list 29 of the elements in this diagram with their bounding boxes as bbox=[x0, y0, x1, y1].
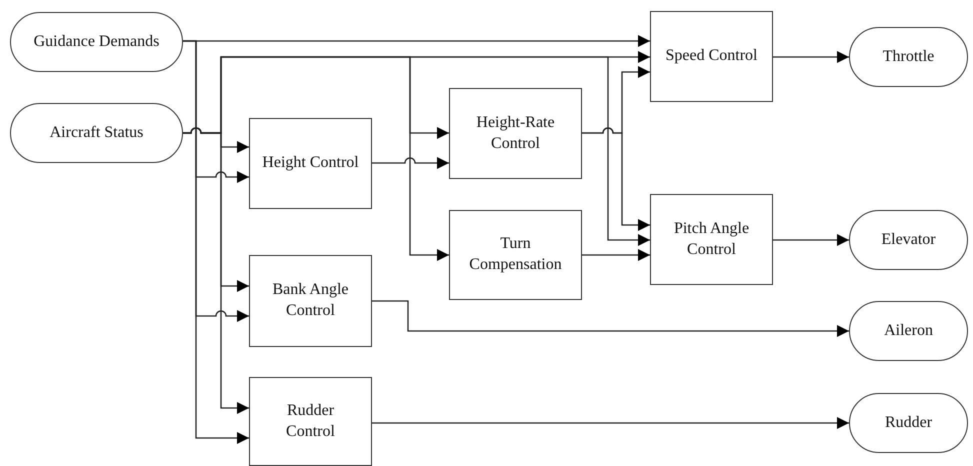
arrow bbox=[582, 127, 650, 231]
node-label: Rudder bbox=[884, 412, 934, 433]
arrow bbox=[183, 128, 249, 414]
node-label: Bank Angle Control bbox=[272, 280, 350, 321]
arrow bbox=[183, 40, 249, 444]
node-label: Pitch Angle Control bbox=[672, 218, 750, 260]
arrow bbox=[773, 51, 849, 63]
control-block bbox=[249, 118, 372, 209]
node-label: Aileron bbox=[883, 320, 934, 341]
node-label: Elevator bbox=[880, 230, 937, 250]
arrow bbox=[372, 157, 449, 169]
node-label: Turn Compensation bbox=[468, 234, 563, 275]
control-block bbox=[650, 11, 773, 102]
node-label: Rudder Control bbox=[285, 400, 336, 442]
arrow bbox=[773, 234, 849, 246]
node-label: Guidance Demands bbox=[32, 32, 160, 52]
control-block bbox=[449, 88, 582, 179]
control-block bbox=[249, 377, 372, 466]
arrow bbox=[582, 249, 650, 261]
arrow bbox=[372, 417, 849, 429]
node-label: Speed Control bbox=[664, 46, 758, 66]
node-label: Height Control bbox=[261, 153, 360, 174]
node-label: Height-Rate Control bbox=[475, 112, 556, 154]
control-block bbox=[249, 255, 372, 347]
node-label: Throttle bbox=[882, 46, 936, 67]
arrow bbox=[372, 300, 849, 337]
control-block bbox=[650, 194, 773, 285]
control-block bbox=[449, 210, 582, 300]
node-label: Aircraft Status bbox=[48, 122, 144, 143]
